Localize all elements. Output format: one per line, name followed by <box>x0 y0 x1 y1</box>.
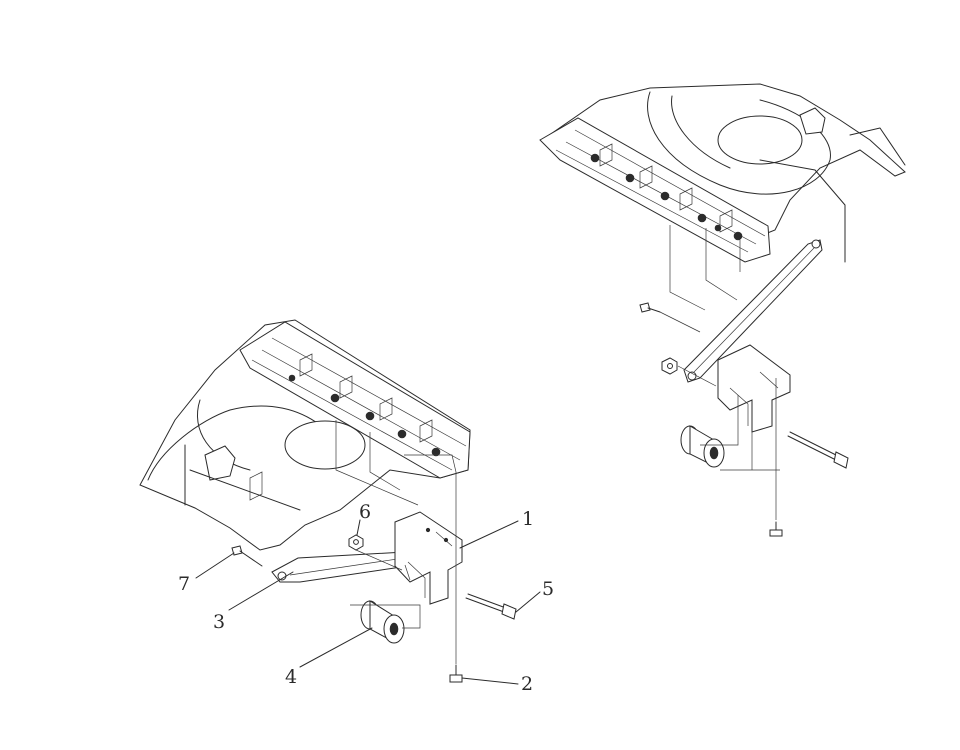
callout-6: 6 <box>359 501 371 523</box>
screw-upper-bottom <box>769 521 783 537</box>
callout-7: 7 <box>178 573 190 595</box>
nut-lower <box>348 534 364 551</box>
mount-bracket-upper <box>717 344 791 433</box>
screw-lower-left <box>231 545 263 567</box>
roller-upper <box>680 425 725 468</box>
mount-bracket-lower <box>394 511 463 605</box>
roller-lower <box>360 600 405 644</box>
panel-bracket-lower <box>204 445 236 481</box>
assembled-view <box>539 83 906 537</box>
top-bracket-upper <box>799 107 826 135</box>
callout-3: 3 <box>213 611 225 633</box>
screw-upper-left <box>639 302 661 313</box>
callout-1: 1 <box>522 508 534 530</box>
bolt-long-upper <box>787 431 849 469</box>
nut-upper <box>661 357 678 375</box>
alignment-lines-lower <box>335 420 457 664</box>
bolt-long-lower <box>465 593 517 620</box>
rail-detail-upper <box>590 143 743 241</box>
floor-hole-upper <box>717 115 803 165</box>
floor-hole-lower <box>284 420 366 470</box>
alignment-lines-upper <box>659 225 780 520</box>
rail-detail-lower <box>288 353 441 457</box>
exploded-view: 1 2 3 4 5 6 7 <box>139 319 554 695</box>
side-rail-lower <box>239 321 471 479</box>
screw-lower-bottom <box>449 664 463 683</box>
leader-lines <box>195 519 541 685</box>
floor-recess-lower <box>147 405 321 481</box>
callout-4: 4 <box>285 666 297 688</box>
callout-5: 5 <box>542 578 554 600</box>
callout-2: 2 <box>521 673 533 695</box>
